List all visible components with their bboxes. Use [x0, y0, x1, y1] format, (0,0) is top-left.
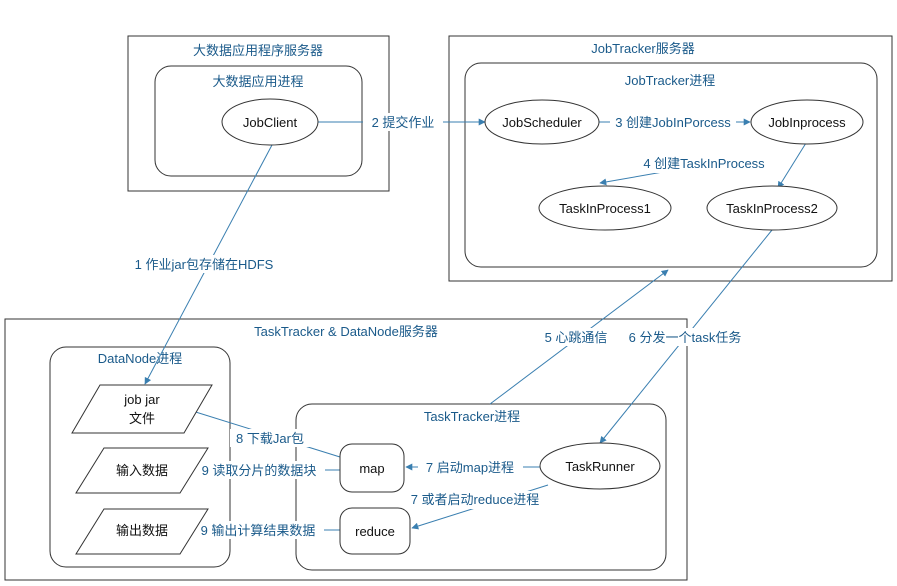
node-input-data-label: 输入数据 [116, 463, 168, 478]
node-reduce-label: reduce [355, 524, 395, 539]
edge-3-label: 3 创建JobInPorcess [615, 115, 731, 130]
node-jobinprocess: JobInprocess [750, 99, 864, 145]
edge-6: 6 分发一个task任务 [599, 229, 773, 444]
edge-9a: 9 读取分片的数据块 [179, 461, 340, 479]
node-reduce: reduce [339, 507, 411, 555]
node-map-label: map [359, 461, 384, 476]
edge-7b: 7 或者启动reduce进程 [400, 484, 550, 530]
edge-3: 3 创建JobInPorcess [598, 113, 751, 131]
datanode-process-box: DataNode进程 [49, 346, 231, 568]
node-jobclient-label: JobClient [243, 115, 298, 130]
node-output-data-label: 输出数据 [116, 523, 168, 538]
edge-8-label: 8 下载Jar包 [236, 431, 304, 446]
jobtracker-server-title: JobTracker服务器 [591, 41, 695, 56]
edge-4b [777, 142, 807, 189]
jobtracker-process-title: JobTracker进程 [625, 73, 716, 88]
edge-7a: 7 启动map进程 [405, 459, 540, 477]
app-process-title: 大数据应用进程 [212, 74, 303, 89]
node-taskinprocess1: TaskInProcess1 [538, 185, 672, 231]
edge-2: 2 提交作业 [318, 113, 486, 131]
edge-9b: 9 输出计算结果数据 [175, 521, 340, 539]
node-jobjar-label-2: 文件 [129, 411, 155, 426]
node-jobjar: job jar 文件 [71, 384, 213, 434]
edge-7b-label: 7 或者启动reduce进程 [411, 492, 540, 507]
jobtracker-server-box: JobTracker服务器 [448, 35, 893, 282]
node-taskrunner-label: TaskRunner [565, 459, 635, 474]
edge-9b-label: 9 输出计算结果数据 [201, 523, 316, 538]
edge-7a-label: 7 启动map进程 [426, 460, 514, 475]
edge-6-label: 6 分发一个task任务 [629, 330, 742, 345]
tasktracker-process-title: TaskTracker进程 [424, 409, 520, 424]
edge-1-label: 1 作业jar包存储在HDFS [135, 257, 274, 272]
node-taskinprocess1-label: TaskInProcess1 [559, 201, 651, 216]
tasktracker-server-box: TaskTracker & DataNode服务器 [4, 318, 688, 581]
tasktracker-server-title: TaskTracker & DataNode服务器 [254, 324, 438, 339]
edge-5: 5 心跳通信 [489, 269, 669, 405]
tasktracker-process-box: TaskTracker进程 [295, 403, 667, 571]
jobtracker-process-box: JobTracker进程 [464, 62, 878, 268]
app-server-title: 大数据应用程序服务器 [193, 43, 323, 58]
node-map: map [339, 443, 405, 493]
node-taskrunner: TaskRunner [539, 442, 661, 490]
edge-4-label: 4 创建TaskInProcess [643, 156, 765, 171]
node-jobscheduler-label: JobScheduler [502, 115, 582, 130]
node-jobjar-label-1: job jar [123, 392, 160, 407]
app-process-box: 大数据应用进程 [154, 65, 363, 177]
node-jobscheduler: JobScheduler [484, 99, 600, 145]
node-jobinprocess-label: JobInprocess [768, 115, 846, 130]
edge-5-label: 5 心跳通信 [545, 330, 608, 345]
edge-9a-label: 9 读取分片的数据块 [202, 463, 317, 478]
datanode-process-title: DataNode进程 [98, 351, 183, 366]
node-taskinprocess2: TaskInProcess2 [706, 185, 838, 231]
edge-8: 8 下载Jar包 [185, 407, 341, 458]
node-jobclient: JobClient [221, 98, 319, 146]
node-taskinprocess2-label: TaskInProcess2 [726, 201, 818, 216]
node-input-data: 输入数据 [75, 447, 209, 494]
edge-2-label: 2 提交作业 [372, 115, 435, 130]
edge-1: 1 作业jar包存储在HDFS [108, 144, 298, 385]
edge-4-label-group: 4 创建TaskInProcess [633, 155, 775, 173]
node-output-data: 输出数据 [75, 508, 209, 555]
